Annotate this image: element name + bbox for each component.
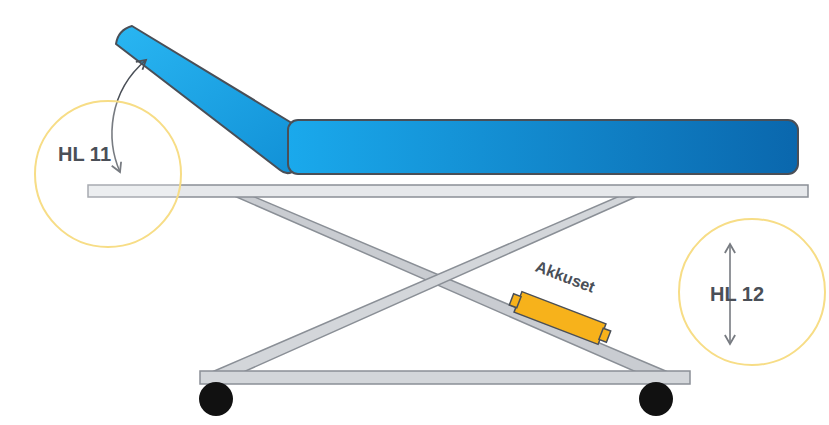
wheel [199,382,233,416]
part-label: Akkuset [533,258,598,297]
scissor-frame [212,195,668,378]
callout-circle: HL 11 [34,100,182,248]
mattress [288,120,798,174]
callout-circle: HL 12 [678,218,826,366]
top-frame [88,185,808,197]
battery-pack [508,289,613,347]
wheel [639,382,673,416]
callout-number: HL 11 [58,143,111,166]
callout-number: HL 12 [710,283,764,306]
base-frame [200,371,690,384]
